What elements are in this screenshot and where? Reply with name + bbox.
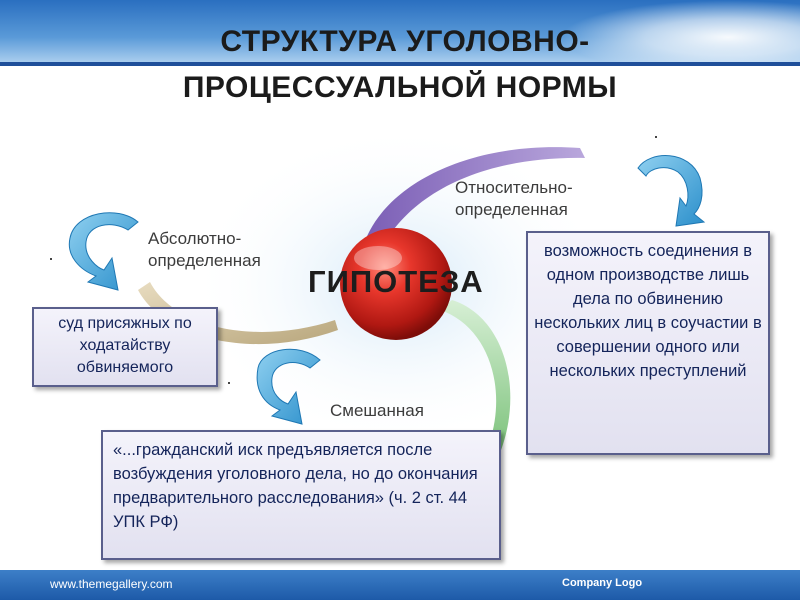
- header-divider: [0, 62, 800, 66]
- label-mixed: Смешанная: [330, 401, 424, 420]
- footer-logo: Company Logo: [562, 577, 643, 589]
- center-label: ГИПОТЕЗА: [308, 264, 484, 299]
- footer-band: [0, 570, 800, 600]
- title-line-1: СТРУКТУРА УГОЛОВНО-: [220, 25, 590, 58]
- sphere-icon: [340, 228, 452, 340]
- curved-arrow-icon: [68, 212, 139, 291]
- cloud-decoration: [560, 0, 800, 62]
- arc-purple: [362, 147, 585, 256]
- footer-url[interactable]: www.themegallery.com: [50, 577, 173, 591]
- label-relative: Относительно- определенная: [455, 178, 573, 219]
- box-absolute-example: суд присяжных по ходатайству обвиняемого: [32, 307, 218, 387]
- decorative-dot: [228, 382, 230, 384]
- box-absolute-text: суд присяжных по ходатайству обвиняемого: [58, 315, 192, 376]
- slide-title: СТРУКТУРА УГОЛОВНО- ПРОЦЕССУАЛЬНОЙ НОРМЫ: [0, 20, 800, 110]
- decorative-dot: [50, 258, 52, 260]
- decorative-dot: [655, 136, 657, 138]
- box-relative-text: возможность соединения в одном производс…: [534, 242, 762, 380]
- box-relative-example: возможность соединения в одном производс…: [526, 231, 770, 455]
- curved-arrow-icon: [637, 155, 706, 227]
- box-mixed-text: «...гражданский иск предъявляется после …: [113, 441, 478, 531]
- curved-arrow-icon: [256, 348, 321, 425]
- label-absolute: Абсолютно- определенная: [148, 229, 261, 270]
- box-mixed-example: «...гражданский иск предъявляется после …: [101, 430, 501, 560]
- sphere-highlight: [354, 246, 402, 270]
- title-line-2: ПРОЦЕССУАЛЬНОЙ НОРМЫ: [182, 71, 618, 104]
